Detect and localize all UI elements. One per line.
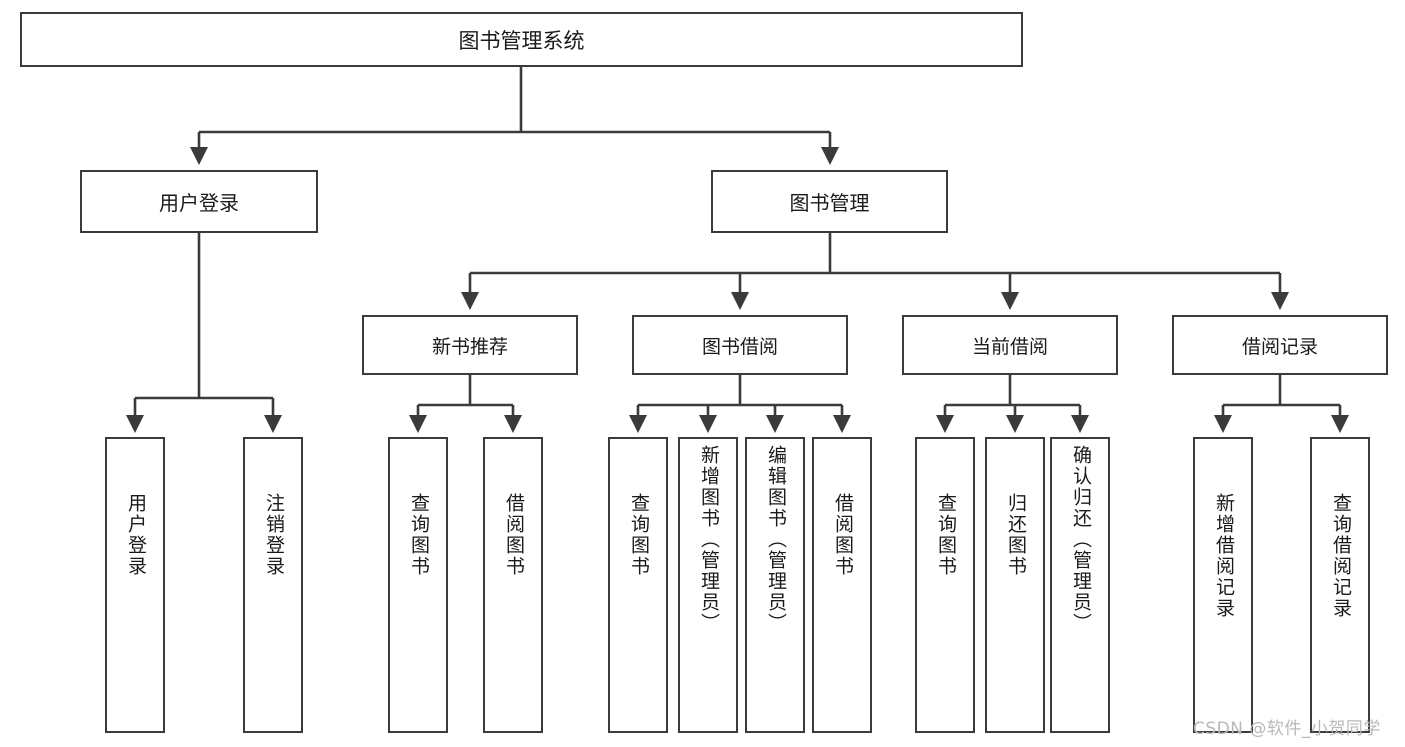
leaf-logout[interactable]: 注销登录 — [243, 437, 303, 733]
leaf-query-borrow-record[interactable]: 查询借阅记录 — [1310, 437, 1370, 733]
leaf-confirm-return-admin[interactable]: 确认归还（管理员） — [1050, 437, 1110, 733]
leaf-add-book-admin[interactable]: 新增图书（管理员） — [678, 437, 738, 733]
node-label: 新书推荐 — [431, 335, 508, 358]
node-label: 图书借阅 — [701, 335, 778, 358]
watermark: CSDN @软件_小贺同学 — [1193, 719, 1381, 739]
node-borrow-records[interactable]: 借阅记录 — [1172, 315, 1388, 375]
node-label: 查询借阅记录 — [1329, 493, 1352, 619]
node-label: 图书管理 — [789, 191, 870, 215]
leaf-user-login[interactable]: 用户登录 — [105, 437, 165, 733]
leaf-borrow-book-recommend[interactable]: 借阅图书 — [483, 437, 543, 733]
node-label: 用户登录 — [159, 191, 239, 215]
leaf-edit-book-admin[interactable]: 编辑图书（管理员） — [745, 437, 805, 733]
leaf-borrow-book[interactable]: 借阅图书 — [812, 437, 872, 733]
leaf-add-borrow-record[interactable]: 新增借阅记录 — [1193, 437, 1253, 733]
node-user-login[interactable]: 用户登录 — [80, 170, 318, 233]
node-label: 用户登录 — [124, 493, 147, 577]
node-label: 注销登录 — [262, 493, 285, 577]
node-label: 归还图书 — [1004, 493, 1027, 577]
node-label: 编辑图书（管理员） — [764, 445, 787, 634]
node-label: 借阅图书 — [502, 493, 525, 577]
node-label: 新增图书（管理员） — [697, 445, 720, 634]
node-label: 确认归还（管理员） — [1069, 445, 1092, 634]
node-label: 新增借阅记录 — [1212, 493, 1235, 619]
leaf-return-book[interactable]: 归还图书 — [985, 437, 1045, 733]
node-label: 查询图书 — [407, 493, 430, 577]
node-label: 借阅记录 — [1241, 335, 1318, 358]
node-label: 查询图书 — [934, 493, 957, 577]
leaf-query-book[interactable]: 查询图书 — [608, 437, 668, 733]
node-label: 当前借阅 — [971, 335, 1048, 358]
node-book-borrow[interactable]: 图书借阅 — [632, 315, 848, 375]
node-label: 借阅图书 — [831, 493, 854, 577]
node-label: 查询图书 — [627, 493, 650, 577]
node-book-management[interactable]: 图书管理 — [711, 170, 948, 233]
node-label: 图书管理系统 — [458, 28, 585, 53]
leaf-query-book-current[interactable]: 查询图书 — [915, 437, 975, 733]
node-current-borrow[interactable]: 当前借阅 — [902, 315, 1118, 375]
node-root[interactable]: 图书管理系统 — [20, 12, 1023, 67]
leaf-query-book-recommend[interactable]: 查询图书 — [388, 437, 448, 733]
node-new-book-recommend[interactable]: 新书推荐 — [362, 315, 578, 375]
